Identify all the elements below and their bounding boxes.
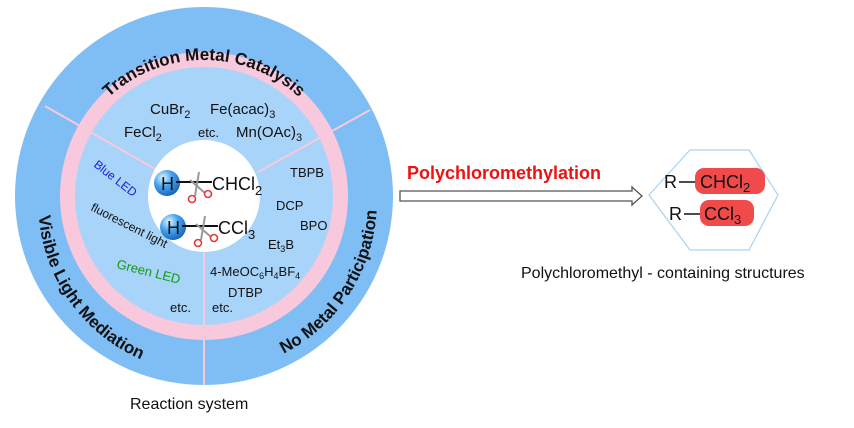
product1-chcl2: CHCl2 xyxy=(700,172,750,195)
reagent-fe-acac3: Fe(acac)3 xyxy=(210,101,275,121)
product-hexagon xyxy=(648,149,779,251)
reagent-cubr2: CuBr2 xyxy=(150,101,190,121)
product1-r-label: R xyxy=(664,172,677,192)
hydrogen-ball-icon xyxy=(154,170,180,196)
caption-reaction-system: Reaction system xyxy=(130,396,249,413)
divider-upper-left xyxy=(44,105,158,171)
product1-highlight xyxy=(695,168,765,194)
condition-etc-left: etc. xyxy=(170,300,191,315)
arrow-label: Polychloromethylation xyxy=(407,163,602,183)
hydrogen-label: H xyxy=(161,174,174,194)
ccl3-label: CCl3 xyxy=(218,218,255,242)
reagent-tbpb: TBPB xyxy=(290,165,324,180)
chcl2-label: CHCl2 xyxy=(212,174,262,198)
hydrogen-ball-icon xyxy=(160,214,186,240)
product2-highlight xyxy=(700,200,754,226)
center-bond-chcl2: H CHCl2 xyxy=(154,170,262,204)
reagent-dcp: DCP xyxy=(276,198,303,213)
product2-r-label: R xyxy=(669,204,682,224)
center-bond-ccl3: H CCl3 xyxy=(160,214,255,248)
scissors-icon xyxy=(193,215,219,248)
scissors-icon xyxy=(187,171,213,204)
reagent-4-meoc6h4bf4: 4-MeOC6H4BF4 xyxy=(210,264,300,281)
reagent-mn-oac3: Mn(OAc)3 xyxy=(236,124,302,144)
reagent-etc-right: etc. xyxy=(212,300,233,315)
product2-ccl3: CCl3 xyxy=(704,204,741,227)
divider-upper-right xyxy=(257,109,371,173)
reagent-fecl2: FeCl2 xyxy=(124,124,162,144)
reagent-et3b: Et3B xyxy=(268,237,294,254)
reaction-arrow-icon xyxy=(399,185,643,207)
reagent-dtbp: DTBP xyxy=(228,285,263,300)
caption-products: Polychloromethyl - containing structures xyxy=(521,265,805,282)
reagent-bpo: BPO xyxy=(300,218,327,233)
hydrogen-label: H xyxy=(167,218,180,238)
reagent-etc-top: etc. xyxy=(198,125,219,140)
